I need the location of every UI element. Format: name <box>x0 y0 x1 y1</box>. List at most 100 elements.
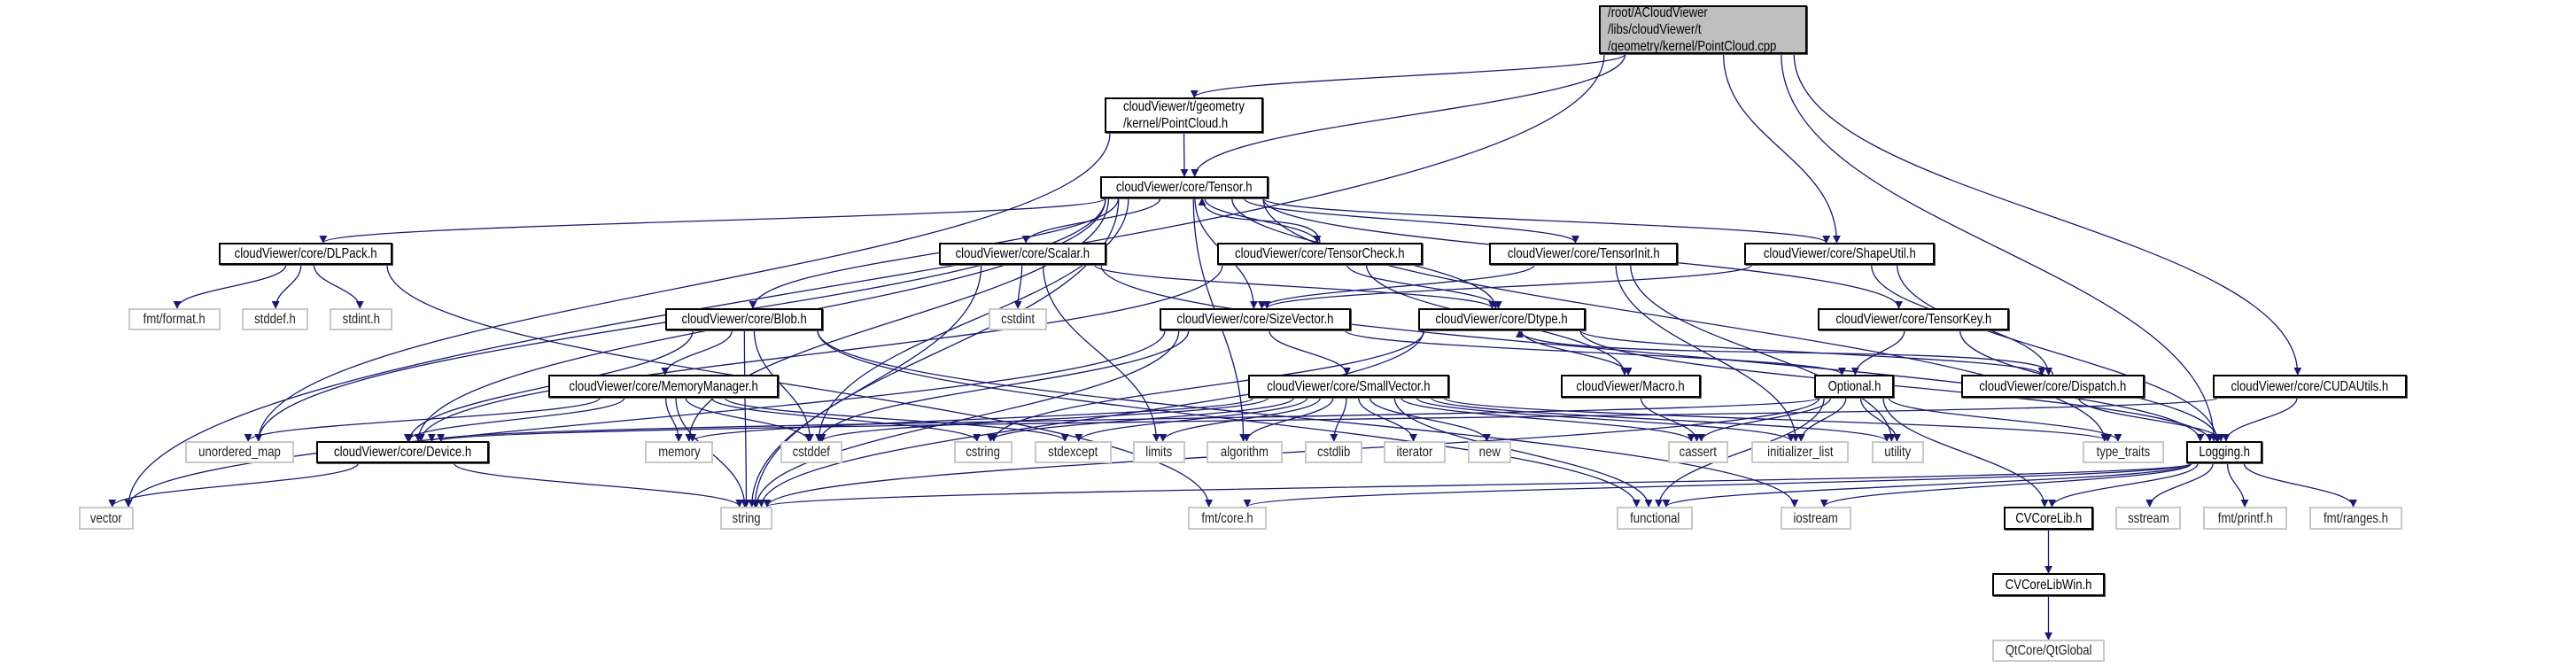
edge-blob-to-memorymanager <box>661 330 733 376</box>
node-tensorinit[interactable]: cloudViewer/core/TensorInit.h <box>1489 243 1678 265</box>
edge-tensor-to-dlpack <box>319 198 1106 244</box>
node-label: cloudViewer/core/TensorCheck.h <box>1235 246 1405 261</box>
edge-smallvector-to-cstddef <box>818 397 1269 442</box>
edge-memorymanager-to-device <box>403 397 625 442</box>
edge-root-to-pointcloud_h <box>1190 53 1626 98</box>
node-label: utility <box>1884 445 1912 460</box>
node-tensorcheck[interactable]: cloudViewer/core/TensorCheck.h <box>1217 243 1423 265</box>
node-pointcloud-h[interactable]: cloudViewer/t/geometry /kernel/PointClou… <box>1105 97 1263 133</box>
edge-logging-to-fmt_printf <box>2226 462 2249 508</box>
edge-sizevector-to-string <box>752 330 1180 508</box>
node-label: vector <box>90 510 122 526</box>
node-cstddef: cstddef <box>780 441 842 463</box>
node-label: Optional.h <box>1827 378 1881 394</box>
node-label: cstdint <box>1001 312 1035 327</box>
node-qtglobal: QtCore/QtGlobal <box>1992 640 2105 662</box>
edge-root-to-cudautils <box>1793 53 2302 376</box>
node-sizevector[interactable]: cloudViewer/core/SizeVector.h <box>1160 308 1351 330</box>
edge-dlpack-to-stdint <box>313 264 364 309</box>
node-shapeutil[interactable]: cloudViewer/core/ShapeUtil.h <box>1744 243 1935 265</box>
node-dtype[interactable]: cloudViewer/core/Dtype.h <box>1418 308 1586 330</box>
node-stdexcept: stdexcept <box>1035 441 1112 463</box>
edge-scalar-to-cstdint <box>1013 264 1023 309</box>
node-label: cstddef <box>792 445 831 460</box>
node-iostream: iostream <box>1781 507 1851 530</box>
edge-logging-to-string <box>764 462 2192 508</box>
node-logging[interactable]: Logging.h <box>2186 441 2262 463</box>
node-smallvector[interactable]: cloudViewer/core/SmallVector.h <box>1248 375 1449 398</box>
node-label: fmt/core.h <box>1201 510 1253 526</box>
edge-optional-to-cassert <box>1697 397 1832 442</box>
node-tensor[interactable]: cloudViewer/core/Tensor.h <box>1100 176 1269 198</box>
edge-blob-to-functional <box>817 330 1641 508</box>
node-scalar[interactable]: cloudViewer/core/Scalar.h <box>939 243 1106 265</box>
node-limits: limits <box>1133 441 1185 463</box>
node-label: stdint.h <box>342 312 380 327</box>
edge-memorymanager-to-stdexcept <box>724 397 1069 442</box>
node-device[interactable]: cloudViewer/core/Device.h <box>316 441 489 463</box>
node-unordered-map: unordered_map <box>185 441 294 463</box>
edge-tensor-to-cstddef <box>814 198 1129 442</box>
node-label: functional <box>1629 510 1680 526</box>
edge-smallvector-to-utility <box>1430 397 1891 442</box>
node-string: string <box>720 507 772 530</box>
edge-tensorcheck-to-tensor <box>1198 198 1321 244</box>
node-dlpack[interactable]: cloudViewer/core/DLPack.h <box>219 243 392 265</box>
node-iterator: iterator <box>1384 441 1446 463</box>
node-label: cloudViewer/core/TensorKey.h <box>1835 312 1992 327</box>
edge-dtype-to-macro <box>1520 330 1633 376</box>
node-label: cassert <box>1679 445 1718 460</box>
edge-optional-to-cvcorelib <box>1882 397 2049 508</box>
node-new: new <box>1468 441 1511 463</box>
node-label: string <box>732 510 761 526</box>
edge-root-to-vector <box>124 53 1605 508</box>
edge-tensor-to-tensorinit <box>1243 198 1579 244</box>
node-cudautils[interactable]: cloudViewer/core/CUDAUtils.h <box>2213 375 2407 398</box>
node-root[interactable]: /root/ACloudViewer /libs/cloudViewer/t /… <box>1599 5 1807 54</box>
edge-tensorcheck-to-device <box>416 264 1223 442</box>
node-label: QtCore/QtGlobal <box>2005 643 2092 658</box>
node-functional: functional <box>1617 507 1693 530</box>
edge-device-to-string <box>454 462 744 508</box>
node-fmt-ranges: fmt/ranges.h <box>2309 507 2402 530</box>
edge-memorymanager-to-cstring <box>710 397 982 442</box>
edge-smallvector-to-initializer_list <box>1416 397 1796 442</box>
node-stddef: stddef.h <box>242 308 308 330</box>
node-cvcorelib[interactable]: CVCoreLib.h <box>2004 507 2093 530</box>
edge-memorymanager-to-memory <box>664 397 683 442</box>
edge-optional-to-functional <box>1655 397 1825 508</box>
node-initializer-list: initializer_list <box>1751 441 1849 463</box>
edge-dtype-to-cstring <box>989 330 1425 442</box>
node-cvcorelibwin[interactable]: CVCoreLibWin.h <box>1992 573 2105 596</box>
node-label: algorithm <box>1221 445 1269 460</box>
node-label: cloudViewer/core/Tensor.h <box>1116 180 1253 195</box>
edge-shapeutil-to-logging <box>1897 264 2221 442</box>
node-macro[interactable]: cloudViewer/Macro.h <box>1561 375 1701 398</box>
edge-logging-to-fmt_core <box>1243 462 2192 508</box>
edge-smallvector-to-iterator <box>1358 397 1417 442</box>
node-dispatch[interactable]: cloudViewer/core/Dispatch.h <box>1961 375 2145 398</box>
node-blob[interactable]: cloudViewer/core/Blob.h <box>665 308 823 330</box>
node-memorymanager[interactable]: cloudViewer/core/MemoryManager.h <box>548 375 779 398</box>
edge-optional-to-type_traits <box>1888 397 2122 442</box>
edge-dispatch-to-dtype <box>1516 330 2054 376</box>
edge-device-to-vector <box>108 462 359 508</box>
edge-optional-to-string <box>763 397 1820 508</box>
edge-sizevector-to-vector <box>124 330 1166 508</box>
node-label: cloudViewer/core/Device.h <box>333 445 472 460</box>
node-label: iostream <box>1793 510 1839 526</box>
node-label: cloudViewer/core/Scalar.h <box>955 246 1090 261</box>
node-tensorkey[interactable]: cloudViewer/core/TensorKey.h <box>1818 308 2009 330</box>
node-label: cloudViewer/core/DLPack.h <box>234 246 377 261</box>
node-label: cloudViewer/core/Blob.h <box>681 312 807 327</box>
edge-root-to-shapeutil <box>1722 53 1841 244</box>
edge-pointcloud_h-to-unordered_map <box>254 132 1111 442</box>
edge-scalar-to-logging <box>1100 264 2205 442</box>
node-label: fmt/printf.h <box>2217 510 2273 526</box>
node-optional[interactable]: Optional.h <box>1814 375 1894 398</box>
edge-optional-to-device <box>428 397 1820 442</box>
node-stdint: stdint.h <box>330 308 392 330</box>
node-label: stddef.h <box>254 312 296 327</box>
node-cstdint: cstdint <box>989 308 1047 330</box>
node-label: stdexcept <box>1048 445 1098 460</box>
